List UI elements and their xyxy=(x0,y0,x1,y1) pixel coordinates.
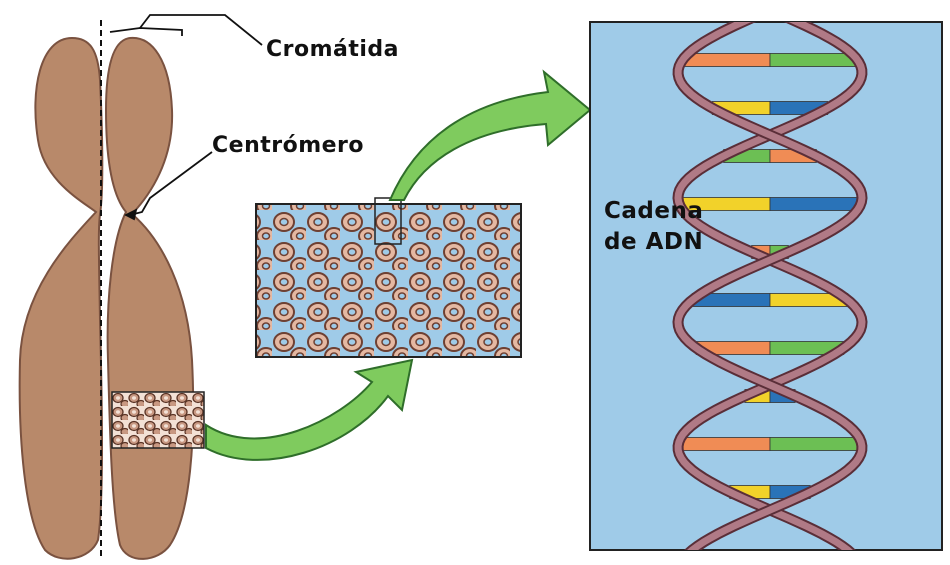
centromere-arrowhead xyxy=(123,208,138,221)
base-pair-left xyxy=(677,437,771,451)
chromatid-label: Cromátida xyxy=(266,37,400,62)
leader-lines xyxy=(109,14,263,221)
chromatid-bracket xyxy=(109,27,183,36)
chromosome xyxy=(18,20,205,560)
centromere-label: Centrómero xyxy=(212,133,365,158)
dna-strand-b xyxy=(674,22,866,550)
dna-chain-label-line1: Cadena xyxy=(604,198,704,224)
arrow-to-chromatin xyxy=(205,358,414,461)
chromatid-left xyxy=(18,36,104,560)
chromatin-zoom-box xyxy=(111,391,205,449)
dna-panel xyxy=(589,21,943,551)
coil-zoom-box xyxy=(374,197,402,245)
chromatid-pointer xyxy=(139,14,263,46)
dna-chain-label: Cadena de ADN xyxy=(604,196,744,258)
dna-chain-label-line2: de ADN xyxy=(604,229,704,255)
dna-double-helix xyxy=(672,22,868,550)
dna-strand-a xyxy=(674,22,866,550)
base-pair-right xyxy=(769,53,858,67)
chromatid-right xyxy=(104,36,195,560)
chromatin-coil-panel xyxy=(255,197,522,358)
base-pair-right xyxy=(769,437,863,451)
base-pair-left xyxy=(682,53,771,67)
arrow-to-dna xyxy=(388,69,592,201)
base-pair-right xyxy=(769,197,862,211)
